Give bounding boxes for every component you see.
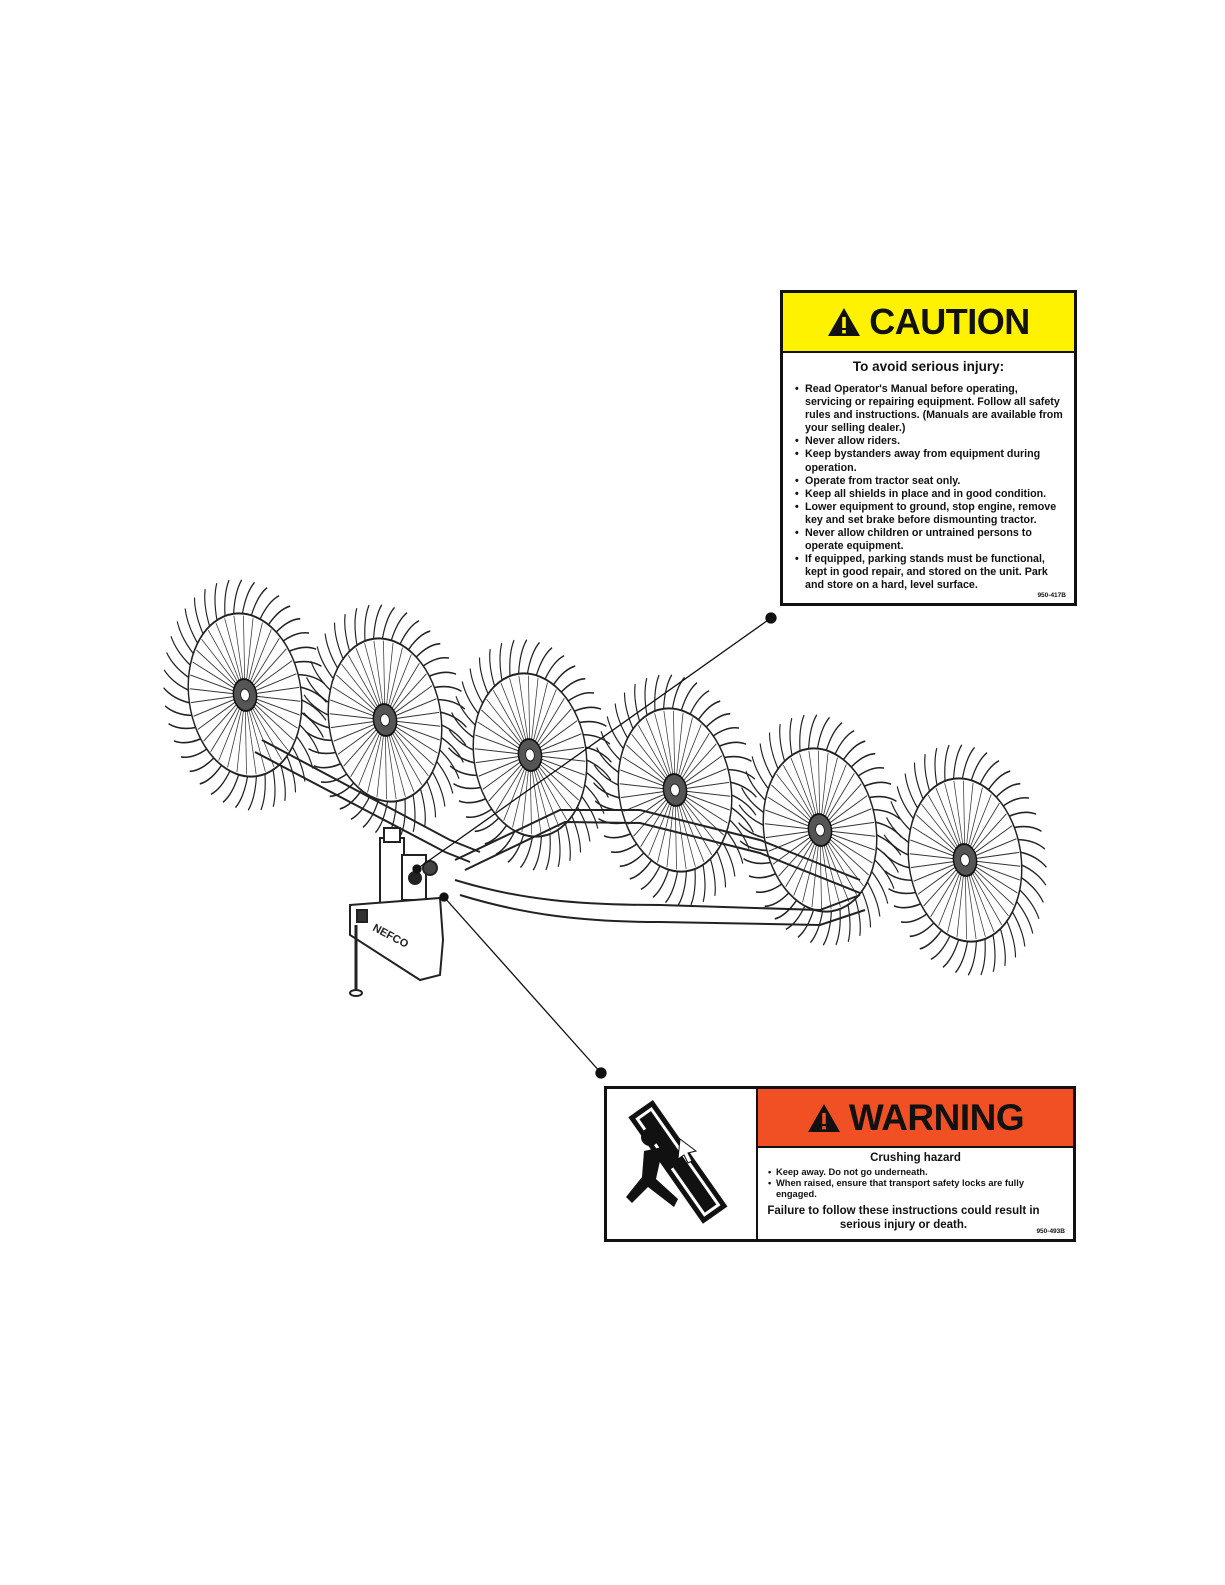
caution-header: CAUTION	[783, 293, 1074, 353]
warning-body: WARNING Crushing hazard Keep away. Do no…	[758, 1089, 1073, 1239]
safety-alert-icon	[828, 308, 861, 336]
rake-wheel	[303, 604, 467, 836]
list-item: Operate from tractor seat only.	[795, 475, 1066, 488]
warning-list: Keep away. Do not go underneath. When ra…	[758, 1167, 1073, 1200]
caution-decal: CAUTION To avoid serious injury: Read Op…	[780, 290, 1077, 606]
leader-lines	[412, 612, 777, 1079]
rake-frame	[254, 739, 866, 997]
rake-wheel	[883, 744, 1047, 976]
warning-footer: Failure to follow these instructions cou…	[767, 1205, 1040, 1231]
list-item: Read Operator's Manual before operating,…	[795, 383, 1066, 435]
list-item: Keep bystanders away from equipment duri…	[795, 448, 1066, 474]
list-item: Never allow children or untrained person…	[795, 527, 1066, 553]
warning-part-number: 950-493B	[1036, 1228, 1065, 1235]
list-item: Keep away. Do not go underneath.	[768, 1167, 1065, 1178]
rake-wheel	[163, 579, 327, 811]
rake-wheels	[163, 579, 1047, 976]
list-item: When raised, ensure that transport safet…	[768, 1178, 1065, 1200]
caution-signal-word: CAUTION	[869, 301, 1030, 342]
list-item: Keep all shields in place and in good co…	[795, 488, 1066, 501]
list-item: Never allow riders.	[795, 435, 1066, 448]
warning-decal: WARNING Crushing hazard Keep away. Do no…	[604, 1086, 1076, 1242]
list-item: Lower equipment to ground, stop engine, …	[795, 501, 1066, 527]
rake-wheel	[448, 639, 612, 871]
warning-signal-word: WARNING	[848, 1096, 1025, 1138]
safety-alert-icon	[807, 1103, 840, 1132]
caution-title: To avoid serious injury:	[852, 359, 1005, 374]
list-item: If equipped, parking stands must be func…	[795, 553, 1066, 592]
caution-list: Read Operator's Manual before operating,…	[783, 383, 1074, 593]
caution-part-number: 950-417B	[1037, 592, 1066, 599]
warning-title: Crushing hazard	[870, 1152, 961, 1164]
crushing-hazard-icon	[607, 1089, 758, 1239]
warning-header: WARNING	[758, 1089, 1073, 1148]
